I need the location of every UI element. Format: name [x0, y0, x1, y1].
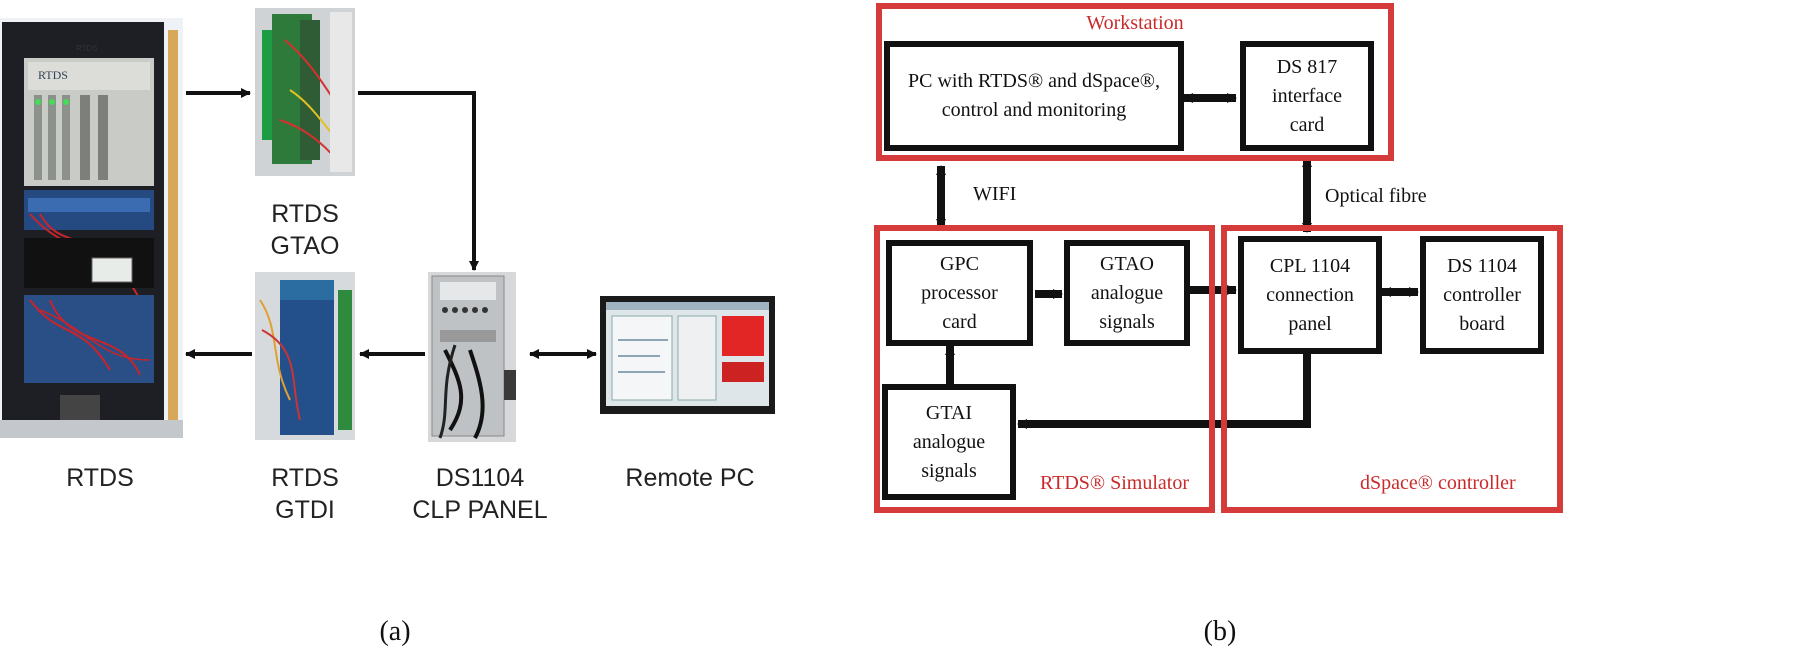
gtai-box: GTAI analogue signals: [882, 384, 1016, 500]
gtao-box: GTAO analogue signals: [1064, 240, 1190, 346]
remote-pc-label: Remote PC: [625, 464, 755, 492]
gtai-box-line3: signals: [921, 459, 977, 482]
simulator-region-label: RTDS® Simulator: [1040, 472, 1190, 494]
ds817-box: DS 817 interface card: [1240, 41, 1374, 151]
cpl-box-line1: CPL 1104: [1269, 254, 1351, 277]
remote-pc-photo: [600, 296, 775, 414]
controller-region: [1221, 225, 1563, 513]
gtdi-label-line1: RTDS: [271, 464, 339, 492]
simulator-region: [874, 225, 1215, 513]
ds817-box-line1: DS 817: [1276, 55, 1338, 78]
caption-a: (a): [379, 616, 411, 647]
figure-a-connectors: [185, 88, 597, 359]
gtao-label: RTDS GTAO: [245, 198, 365, 262]
rtds-label: RTDS: [66, 464, 134, 492]
ds1104-box-line1: DS 1104: [1447, 254, 1517, 277]
caption-b: (b): [1203, 616, 1237, 647]
cpl-box-line3: panel: [1288, 312, 1332, 335]
gpc-box: GPC processor card: [886, 240, 1033, 346]
gtao-to-clp-arrow: [358, 91, 479, 271]
gtdi-card-photo: [255, 272, 355, 440]
ds817-box-line3: card: [1289, 113, 1325, 136]
clp-panel-label: DS1104 CLP PANEL: [400, 462, 560, 526]
clp-panel-photo: [428, 272, 516, 442]
figure-b-connectors: [936, 93, 1419, 429]
gpc-box-line1: GPC: [940, 252, 979, 275]
pc-box-line2: control and monitoring: [941, 99, 1127, 121]
ds1104-box-line2: controller: [1443, 283, 1521, 306]
gtai-box-line1: GTAI: [925, 401, 973, 424]
ds1104-box: DS 1104 controller board: [1420, 236, 1544, 354]
ds1104-box-line3: board: [1459, 312, 1505, 335]
gpc-box-line3: card: [942, 310, 977, 333]
ds817-box-line2: interface: [1272, 84, 1342, 107]
gtao-label-line1: RTDS: [271, 200, 339, 228]
gtai-box-line2: analogue: [912, 430, 986, 453]
rtds-rack-photo: [0, 18, 183, 438]
workstation-region: [876, 3, 1394, 161]
clp-label-line2: CLP PANEL: [412, 496, 548, 524]
pc-box: PC with RTDS® and dSpace®, control and m…: [884, 41, 1184, 151]
gtao-box-line1: GTAO: [1100, 252, 1154, 275]
gtao-box-line3: signals: [1099, 310, 1155, 333]
gtao-label-line2: GTAO: [270, 232, 340, 260]
controller-region-label: dSpace® controller: [1360, 472, 1516, 494]
rack-brand-text: RTDS: [38, 68, 68, 82]
clp-label-line1: DS1104: [435, 464, 525, 492]
gtao-card-photo: [255, 8, 355, 176]
optical-fibre-label: Optical fibre: [1325, 185, 1427, 207]
cpl-to-gtai-arrow: [1017, 354, 1311, 429]
wifi-label: WIFI: [973, 183, 1017, 205]
pc-box-line1: PC with RTDS® and dSpace®,: [908, 70, 1160, 92]
gtdi-label-line2: GTDI: [275, 496, 335, 524]
gpc-box-line2: processor: [921, 281, 998, 304]
workstation-region-label: Workstation: [1086, 12, 1184, 34]
gtdi-label: RTDS GTDI: [245, 462, 365, 526]
rack-badge-text: RTDS: [76, 44, 98, 53]
cpl-box: CPL 1104 connection panel: [1238, 236, 1382, 354]
cpl-box-line2: connection: [1266, 283, 1354, 306]
gtao-box-line2: analogue: [1090, 281, 1164, 304]
